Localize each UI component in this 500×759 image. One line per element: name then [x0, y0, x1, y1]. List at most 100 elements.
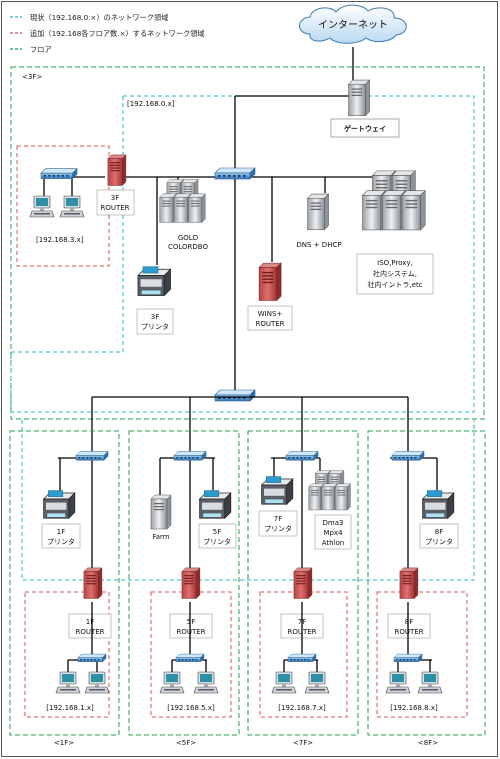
wins-router-icon — [258, 262, 282, 302]
router-3f-icon — [107, 154, 127, 186]
pc-icon — [193, 671, 219, 694]
router-5f-label-2: ROUTER — [176, 628, 205, 636]
printer-5f-label-1: 5F — [213, 528, 221, 536]
wires-distribution — [91, 396, 409, 578]
pc-icon — [417, 671, 443, 694]
iso-label-3: 社内イントラ,etc — [367, 280, 422, 289]
router-1f-label-1: 1F — [86, 618, 94, 626]
floor-7f-label: <7F> — [293, 739, 313, 747]
subnet-0-label: [192.168.0.x] — [127, 100, 175, 108]
switch-icon — [75, 450, 109, 461]
switch-icon — [393, 653, 423, 663]
switch-icon — [285, 450, 319, 461]
pc-icon — [59, 195, 85, 218]
printer-1f-label-1: 1F — [57, 528, 65, 536]
pc-icon — [159, 671, 185, 694]
switch-icon — [391, 450, 425, 461]
network-3f-region — [16, 145, 110, 267]
printer-icon — [42, 490, 76, 519]
printer-icon — [422, 490, 455, 519]
printer-1f-label-2: プリンタ — [47, 537, 75, 546]
floor-3f-label: <3F> — [22, 73, 42, 81]
router-1f-label-2: ROUTER — [75, 628, 104, 636]
floor-5f: Farm 5F プリンタ 5F ROUTER [192.168.5.x] <5F… — [128, 430, 240, 747]
iso-proxy-servers[interactable]: ISO,Proxy, 社内システム, 社内イントラ,etc — [356, 171, 434, 295]
floor-8f-region — [367, 430, 486, 736]
wins-router[interactable]: WINS+ ROUTER — [247, 262, 293, 331]
printer-8f-label-1: 8F — [435, 528, 443, 536]
pc-icon — [55, 671, 81, 694]
printer-7f-label-2: プリンタ — [264, 524, 292, 533]
printer-icon — [261, 476, 294, 505]
router-icon — [181, 567, 201, 599]
switch-icon — [173, 450, 207, 461]
switch-icon — [77, 653, 107, 663]
gateway-label: ゲートウェイ — [344, 124, 386, 133]
gold-colordbo-server[interactable]: GOLD COLORDBO — [160, 179, 209, 251]
farm-label: Farm — [152, 533, 169, 541]
router-8f-label-1: 8F — [405, 618, 413, 626]
printer-icon — [137, 266, 172, 297]
printer-5f-label-2: プリンタ — [203, 537, 231, 546]
subnet-5f-label: [192.168.5.x] — [167, 704, 215, 712]
subnet-1f-label: [192.168.1.x] — [46, 704, 94, 712]
floor-5f-region — [128, 430, 240, 736]
dma-label-box — [314, 514, 352, 550]
iso-label-box — [356, 253, 434, 295]
printer-label-box — [41, 523, 81, 549]
router-3f-label-1: 3F — [111, 194, 119, 202]
wins-label-box — [247, 305, 293, 331]
router-8f-label-2: ROUTER — [394, 628, 423, 636]
internet-cloud: インターネット — [299, 4, 407, 44]
printer-label-box — [258, 510, 298, 537]
iso-label-1: ISO,Proxy, — [377, 259, 413, 267]
subnet-3f-label: [192.168.3.x] — [36, 236, 84, 244]
router-label-box — [169, 613, 213, 639]
gateway-server-icon — [348, 79, 371, 117]
router-icon — [293, 567, 313, 599]
wins-label-2: ROUTER — [255, 320, 284, 328]
floor-1f-region — [9, 430, 120, 736]
farm-server-icon — [150, 494, 172, 530]
printer-3f-label-2: プリンタ — [141, 322, 169, 331]
printer-label-box — [419, 523, 459, 549]
floor-7f-region — [247, 430, 359, 736]
legend-current: 現状（192.168.0.×）のネットワーク領域 — [30, 13, 168, 22]
router-5f-label-1: 5F — [187, 618, 195, 626]
gold-label-2: COLORDBO — [168, 243, 208, 251]
router-3f[interactable]: 3F ROUTER — [96, 154, 135, 216]
router-label-box — [387, 613, 431, 639]
network-8f-region — [376, 591, 468, 718]
dma-label-3: Athlon — [322, 539, 345, 547]
dma-label-2: Mpx4 — [323, 529, 343, 537]
server-cluster-icon — [309, 471, 351, 510]
dns-dhcp-server[interactable]: DNS + DHCP — [296, 193, 342, 249]
floor-3f-region — [10, 66, 485, 420]
printer-icon — [199, 490, 232, 519]
pc-icon — [304, 671, 330, 694]
gold-label-1: GOLD — [178, 234, 198, 242]
legend: 現状（192.168.0.×）のネットワーク領域 追加（192.168各フロア数… — [10, 13, 205, 54]
floor-8f: 8F プリンタ 8F ROUTER [192.168.8.x] <8F> — [367, 430, 486, 747]
distribution-switch-icon — [214, 389, 256, 402]
router-3f-label-box — [96, 189, 135, 216]
switch-icon — [175, 653, 205, 663]
printer-label-box — [198, 523, 237, 549]
floor-7f: 7F プリンタ Dma3 Mpx4 Athlon 7F ROUTER [192.… — [247, 430, 359, 747]
printer-3f-label-box — [136, 308, 174, 335]
current-network-extension — [21, 420, 475, 581]
printer-8f-label-2: プリンタ — [425, 537, 453, 546]
gateway[interactable]: ゲートウェイ — [330, 79, 400, 138]
wins-label-1: WINS+ — [258, 310, 283, 318]
network-5f-region — [150, 591, 232, 718]
legend-floor: フロア — [30, 45, 52, 54]
printer-7f-label-1: 7F — [274, 515, 282, 523]
network-1f-region — [24, 591, 110, 718]
subnet-7f-label: [192.168.7.x] — [278, 704, 326, 712]
pc-icon — [29, 195, 55, 218]
printer-3f[interactable]: 3F プリンタ — [136, 266, 174, 335]
dma-label-1: Dma3 — [323, 519, 344, 527]
internet-label: インターネット — [318, 19, 388, 31]
